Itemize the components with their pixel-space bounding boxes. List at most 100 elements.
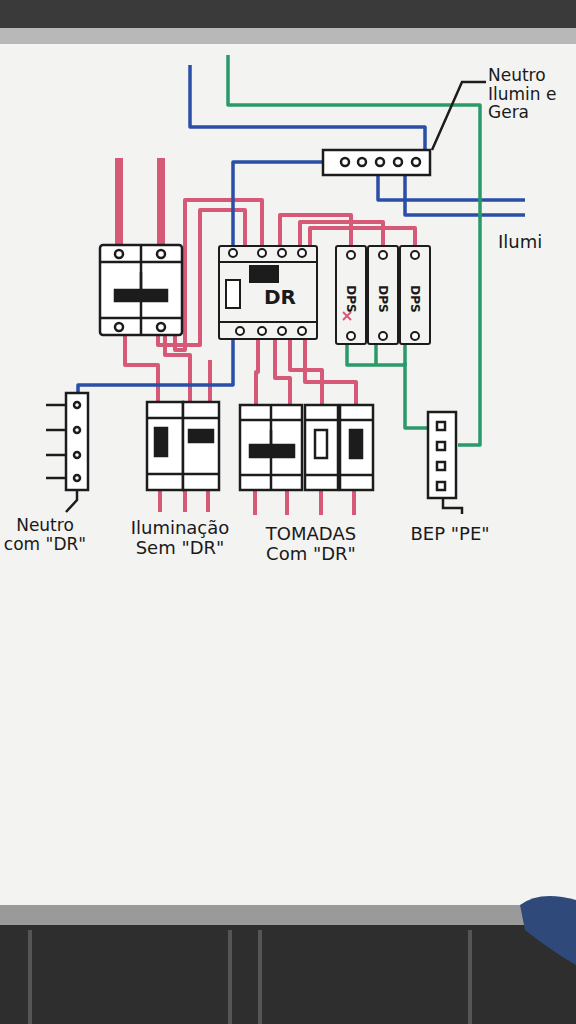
panel-drawing — [347, 345, 405, 365]
panel-drawing — [147, 417, 219, 420]
panel-drawing — [74, 402, 80, 408]
panel-drawing — [28, 930, 32, 1024]
panel-drawing — [298, 327, 306, 335]
panel-drawing — [147, 402, 183, 490]
panel-drawing — [323, 150, 430, 175]
panel-drawing — [46, 429, 66, 432]
panel-drawing — [428, 412, 456, 498]
panel-drawing — [229, 249, 237, 257]
panel-drawing — [520, 896, 576, 965]
panel-drawing — [405, 362, 430, 428]
panel-drawing — [66, 393, 88, 490]
panel-drawing — [236, 327, 244, 335]
panel-drawing — [100, 245, 182, 335]
handwritten-label: Neutro com "DR" — [2, 516, 88, 553]
panel-drawing — [0, 905, 576, 925]
panel-drawing — [78, 340, 233, 395]
panel-drawing — [218, 321, 318, 323]
panel-drawing — [74, 475, 80, 481]
panel-drawing — [0, 925, 576, 1024]
dps-device: DPS — [399, 245, 431, 345]
panel-drawing — [347, 251, 355, 259]
panel-drawing — [305, 405, 338, 490]
panel-drawing — [46, 404, 66, 407]
panel-drawing — [258, 327, 266, 335]
panel-drawing — [157, 323, 165, 331]
handwritten-label: BEP "PE" — [408, 524, 492, 544]
dr-device: DR — [218, 245, 318, 340]
dps-device: DPS — [367, 245, 399, 345]
panel-drawing — [157, 250, 165, 258]
panel-drawing — [343, 312, 351, 320]
panel-drawing — [100, 245, 182, 335]
panel-drawing — [119, 158, 415, 515]
panel-drawing — [208, 360, 212, 402]
panel-drawing — [437, 482, 445, 490]
panel-drawing — [412, 158, 420, 166]
panel-drawing — [443, 498, 462, 514]
dps-device: DPS — [335, 245, 367, 345]
panel-drawing — [411, 332, 419, 340]
device-label: DR — [264, 285, 296, 309]
panel-drawing — [374, 345, 378, 365]
panel-drawing — [315, 430, 327, 458]
panel-drawing — [115, 250, 123, 258]
panel-drawing — [250, 445, 294, 457]
panel-drawing — [218, 249, 318, 335]
panel-drawing — [189, 430, 213, 442]
panel-drawing — [228, 55, 480, 445]
handwritten-label: Ilumi — [498, 232, 572, 252]
panel-drawing — [428, 412, 456, 498]
panel-drawing — [270, 430, 273, 445]
panel-drawing — [155, 428, 167, 456]
panel-drawing — [347, 332, 355, 340]
panel-drawing — [147, 402, 219, 490]
panel-drawing — [405, 175, 525, 215]
panel-drawing — [340, 405, 373, 490]
panel-drawing — [256, 340, 258, 405]
panel-drawing — [66, 82, 486, 514]
panel-drawing — [66, 490, 77, 512]
panel-drawing — [240, 405, 302, 490]
device-label: DPS — [408, 285, 422, 312]
phase-wire — [280, 215, 351, 245]
device-label: DPS — [344, 285, 358, 312]
panel-drawing — [240, 405, 373, 490]
panel-drawing — [0, 28, 576, 44]
panel-drawing — [278, 249, 286, 257]
panel-drawing — [258, 930, 262, 1024]
handwritten-label: Iluminação Sem "DR" — [110, 518, 250, 558]
panel-drawing — [140, 272, 143, 290]
panel-drawing — [258, 249, 266, 257]
panel-drawing — [437, 442, 445, 450]
panel-drawing — [358, 158, 366, 166]
panel-drawing — [432, 82, 486, 150]
handwritten-label: TOMADAS Com "DR" — [252, 524, 370, 564]
panel-drawing — [378, 175, 525, 200]
panel-drawing — [115, 323, 123, 331]
panel-drawing — [74, 427, 80, 433]
panel-drawing — [323, 150, 430, 175]
panel-drawing — [437, 462, 445, 470]
panel-drawing — [233, 162, 325, 247]
panel-drawing — [300, 222, 383, 247]
panel-drawing — [157, 158, 165, 247]
panel-drawing — [0, 28, 576, 913]
panel-drawing — [379, 251, 387, 259]
panel-drawing — [147, 473, 219, 476]
panel-drawing — [278, 327, 286, 335]
panel-drawing — [78, 65, 525, 395]
panel-drawing — [437, 422, 445, 430]
panel-drawing — [228, 55, 480, 445]
panel-drawing — [275, 340, 290, 405]
panel-drawing — [115, 290, 167, 301]
panel-drawing — [74, 452, 80, 458]
panel-drawing — [228, 930, 232, 1024]
panel-drawing — [298, 249, 306, 257]
panel-drawing — [411, 251, 419, 259]
device-label: DPS — [376, 285, 390, 312]
